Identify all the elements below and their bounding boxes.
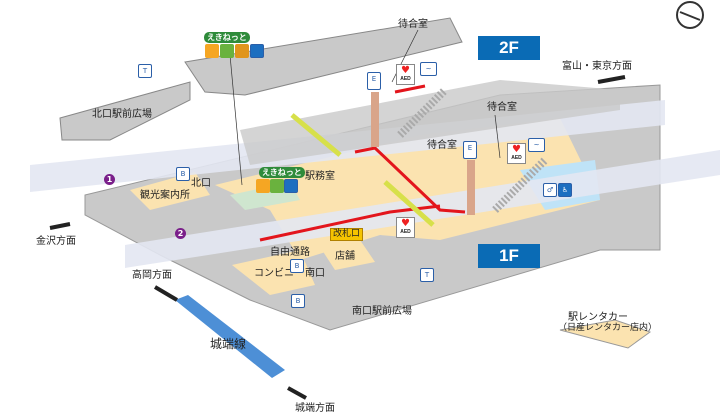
tourist-info-room bbox=[130, 172, 210, 210]
johana-line-label: 城端線 bbox=[210, 337, 247, 351]
north-plaza-label: 北口駅前広場 bbox=[92, 109, 152, 120]
taxi-icon: T bbox=[138, 64, 152, 78]
elevator-shaft bbox=[467, 160, 475, 215]
shop-label: 店舗 bbox=[335, 251, 355, 262]
heart-icon: ♥ bbox=[512, 144, 521, 155]
taxi-icon: T bbox=[420, 268, 434, 282]
platform-top bbox=[184, 17, 463, 96]
bus-icon: B bbox=[290, 259, 304, 273]
ticket-machine-icon bbox=[270, 179, 284, 193]
suica-icon bbox=[284, 179, 298, 193]
marker-2: 2 bbox=[175, 228, 186, 239]
compass-icon bbox=[676, 1, 704, 29]
johana-direction-label: 城端方面 bbox=[295, 403, 335, 414]
toyama-tokyo-label: 富山・東京方面 bbox=[562, 61, 632, 72]
takaoka-label: 高岡方面 bbox=[132, 270, 172, 281]
station-office-label: 駅務室 bbox=[305, 171, 335, 182]
free-passage-label: 自由通路 bbox=[270, 247, 310, 258]
wheelchair-icon: ♿ bbox=[558, 183, 572, 197]
johana-line-rail bbox=[175, 295, 285, 378]
aed-label: AED bbox=[400, 229, 411, 235]
leader-line bbox=[494, 114, 501, 159]
ticket-machine-icon bbox=[256, 179, 270, 193]
rental-car-area bbox=[559, 319, 652, 349]
smoking-icon: ~ bbox=[528, 138, 545, 152]
arrow-takaoka bbox=[153, 285, 179, 302]
north-plaza-slab bbox=[59, 81, 191, 141]
stairs bbox=[397, 87, 448, 138]
bus-icon: B bbox=[291, 294, 305, 308]
aed-icon: ♥ AED bbox=[396, 217, 415, 238]
ticket-machine-icon bbox=[205, 44, 219, 58]
bus-icon: B bbox=[176, 167, 190, 181]
ekinet-logo: えきねっと bbox=[259, 167, 305, 178]
rental-car-label: 駅レンタカー bbox=[568, 312, 628, 323]
kanazawa-label: 金沢方面 bbox=[36, 236, 76, 247]
rental-car-note: （日産レンタカー店内） bbox=[558, 323, 658, 333]
elevator-icon: E bbox=[367, 72, 381, 90]
elevator-shaft bbox=[371, 92, 379, 147]
floor-badge-2f: 2F bbox=[478, 36, 540, 60]
elevator-icon: E bbox=[463, 141, 477, 159]
floor-badge-1f: 1F bbox=[478, 244, 540, 268]
aed-icon: ♥ AED bbox=[396, 64, 415, 85]
waiting-room-center-label: 待合室 bbox=[427, 140, 457, 151]
platform-2 bbox=[240, 80, 620, 165]
ekinet-logo: えきねっと bbox=[204, 32, 250, 43]
tourist-info-label: 観光案内所 bbox=[140, 190, 190, 201]
route-main bbox=[354, 146, 466, 214]
waiting-room-2f-label: 待合室 bbox=[398, 19, 428, 30]
smoking-icon: ~ bbox=[420, 62, 437, 76]
south-exit-label: 南口 bbox=[305, 268, 325, 279]
route-1f bbox=[259, 204, 441, 242]
escalator bbox=[290, 113, 342, 157]
arrow-johana bbox=[287, 386, 307, 400]
shop-room bbox=[322, 240, 375, 270]
ticket-gate-label: 改札口 bbox=[330, 228, 364, 241]
south-plaza-label: 南口駅前広場 bbox=[352, 306, 412, 317]
escalator bbox=[383, 180, 435, 227]
waiting-room-right-label: 待合室 bbox=[487, 102, 517, 113]
leader-line bbox=[229, 54, 243, 186]
ticket-machine-icon bbox=[235, 44, 249, 58]
suica-icon bbox=[250, 44, 264, 58]
route-2f bbox=[394, 84, 426, 94]
aed-label: AED bbox=[400, 76, 411, 82]
north-exit-label: 北口 bbox=[191, 178, 211, 189]
toilet-icon: ♂ bbox=[543, 183, 557, 197]
convenience-label: コンビニ bbox=[254, 268, 294, 279]
aed-label: AED bbox=[511, 155, 522, 161]
arrow-toyama bbox=[597, 75, 626, 84]
heart-icon: ♥ bbox=[401, 65, 410, 76]
arrow-kanazawa bbox=[49, 222, 71, 230]
aed-icon: ♥ AED bbox=[507, 143, 526, 164]
marker-1: 1 bbox=[104, 174, 115, 185]
heart-icon: ♥ bbox=[401, 218, 410, 229]
ticket-machine-icon bbox=[220, 44, 234, 58]
